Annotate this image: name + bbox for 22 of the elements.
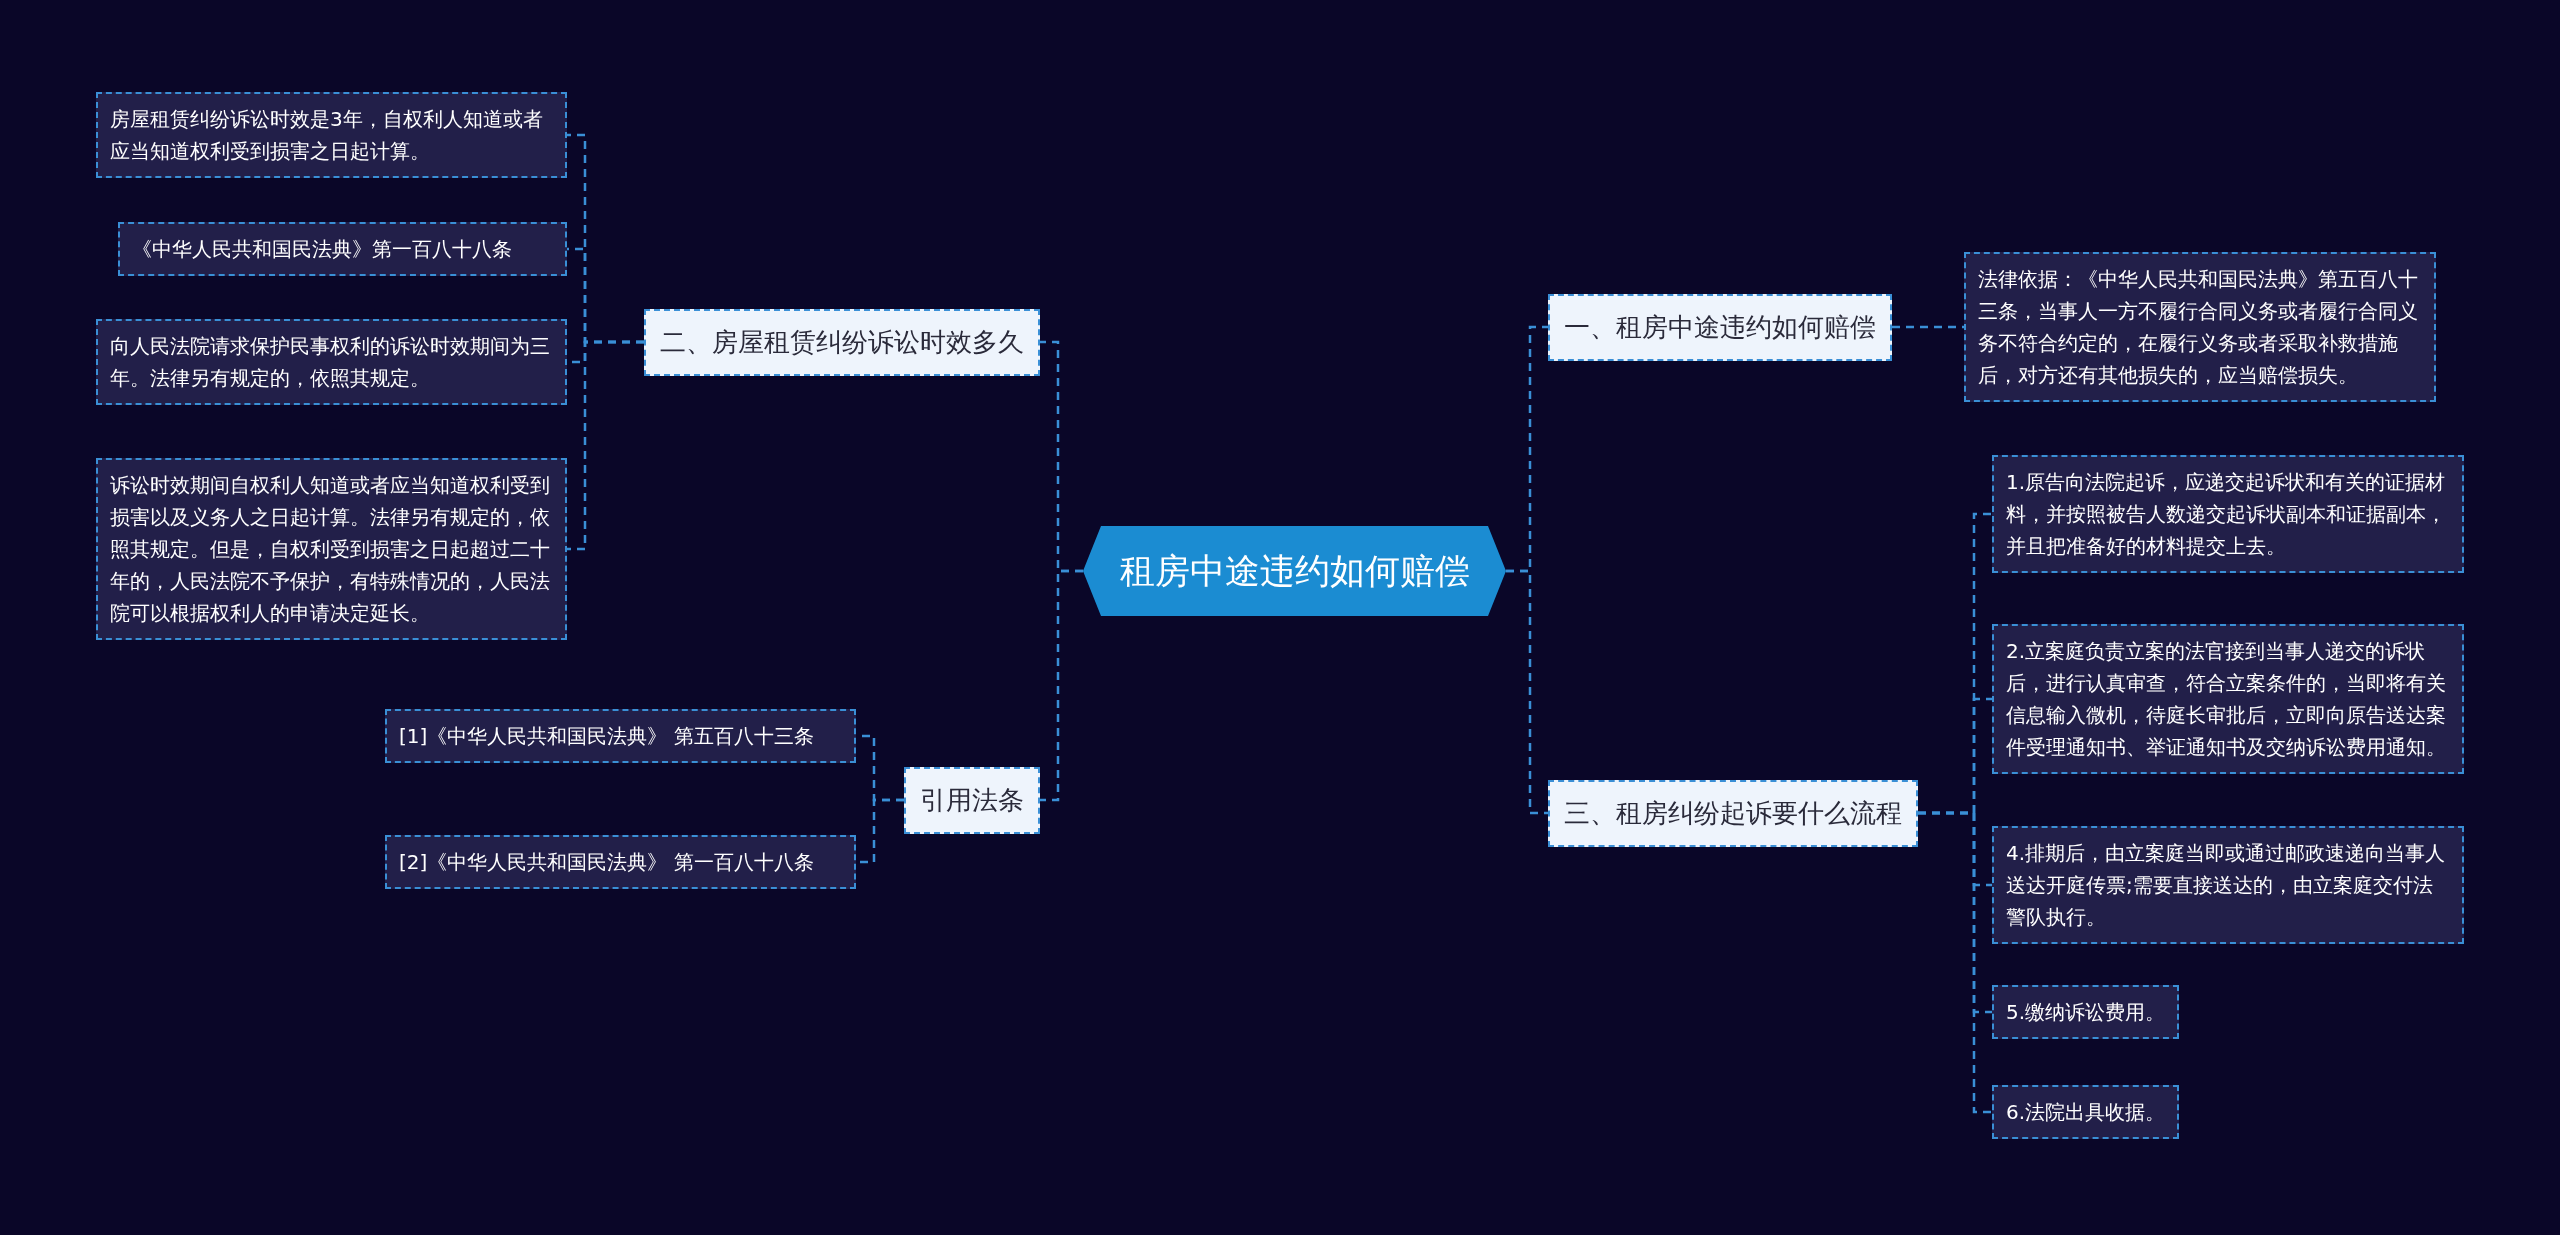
note-box: 5.缴纳诉讼费用。 — [1992, 985, 2180, 1039]
topic-box: 引用法条 — [904, 766, 1040, 834]
note-box: [2]《中华人民共和国民法典》 第一百八十八条 — [385, 835, 856, 889]
note-box: 6.法院出具收据。 — [1992, 1085, 2180, 1139]
connector-line — [1040, 569, 1083, 802]
note-box: 向人民法院请求保护民事权利的诉讼时效期间为三年。法律另有规定的，依照其规定。 — [96, 319, 567, 405]
connector-line — [567, 340, 644, 551]
connector-line — [1892, 325, 1964, 329]
connector-line — [1918, 811, 1992, 1114]
note-box: 《中华人民共和国民法典》第一百八十八条 — [118, 222, 567, 276]
note-box: [1]《中华人民共和国民法典》 第五百八十三条 — [385, 709, 856, 763]
topic-box: 二、房屋租赁纠纷诉讼时效多久 — [644, 308, 1040, 376]
note-box: 房屋租赁纠纷诉讼时效是3年，自权利人知道或者应当知道权利受到损害之日起计算。 — [96, 92, 567, 178]
central-topic: 租房中途违约如何赔偿 — [1083, 526, 1506, 616]
note-box: 诉讼时效期间自权利人知道或者应当知道权利受到损害以及义务人之日起计算。法律另有规定的，依照其规定。但是，自权利受到损害之日起超过二十年的，人民法院不予保护，有特殊情况的，人民法院可以根据权利人的申请决定延长。 — [96, 458, 567, 640]
note-box: 2.立案庭负责立案的法官接到当事人递交的诉状后，进行认真审查，符合立案条件的，当即将有关信息输入微机，待庭长审批后，立即向原告送达案件受理通知书、举证通知书及交纳诉讼费用通知。 — [1992, 624, 2464, 774]
connector-line — [1506, 569, 1548, 815]
topic-box: 三、租房纠纷起诉要什么流程 — [1548, 779, 1918, 847]
topic-box: 一、租房中途违约如何赔偿 — [1548, 293, 1892, 361]
note-box: 4.排期后，由立案庭当即或通过邮政速递向当事人送达开庭传票;需要直接送达的，由立案庭交付法警队执行。 — [1992, 826, 2464, 944]
note-box: 1.原告向法院起诉，应递交起诉状和有关的证据材料，并按照被告人数递交起诉状副本和证据副本，并且把准备好的材料提交上去。 — [1992, 455, 2464, 573]
note-box: 法律依据：《中华人民共和国民法典》第五百八十三条，当事人一方不履行合同义务或者履行合同义务不符合约定的，在履行义务或者采取补救措施后，对方还有其他损失的，应当赔偿损失。 — [1964, 252, 2436, 402]
